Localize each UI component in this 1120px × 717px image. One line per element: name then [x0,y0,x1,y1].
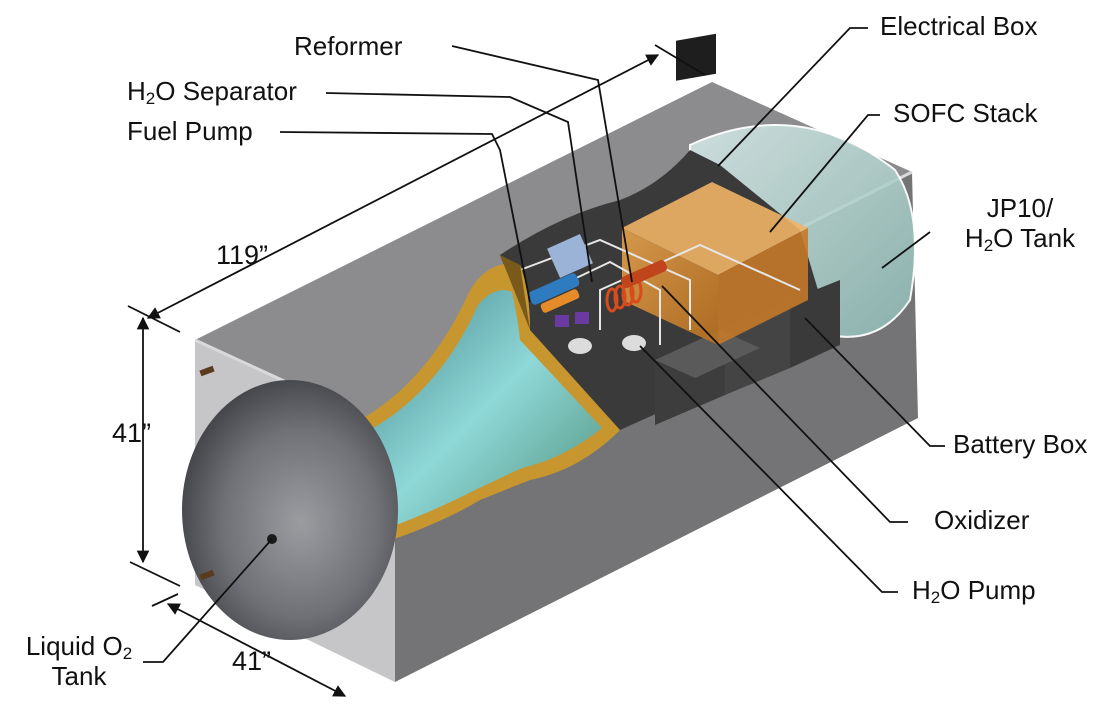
sofc-stack-side [718,228,808,345]
fuel-pump-label: Fuel Pump [127,116,253,146]
nozzle [199,365,215,377]
width-dimension-label: 41” [232,646,272,676]
liquid-o2-tank-dome [182,380,398,640]
jp10-tank-label-line2: H2O Tank [950,222,1090,255]
h2o-pump-label-post: O Pump [940,575,1036,605]
o2-tank-cutaway-inner [355,290,602,540]
sofc-stack-label: SOFC Stack [893,98,1038,128]
reformer-label: Reformer [294,31,403,61]
jp10-tank-label-line1: JP10/ [986,193,1054,223]
h2o-pump-label: H2O Pump [912,575,1036,607]
jp10-tank-label: JP10/ H2O Tank [950,193,1090,255]
h2o-pump-shape [568,338,592,354]
liquid-o2-tank-label-line1-sub: 2 [122,644,133,663]
nozzle [199,569,215,581]
liquid-o2-tank-label-line2: Tank [51,660,107,691]
jp10-tank-label-line2-pre: H [964,222,984,253]
battery-box-label: Battery Box [953,429,1088,459]
sofc-stack-top [622,182,808,275]
battery-box-top [655,330,760,378]
length-dimension-label: 119” [216,240,269,270]
h2o-pump-label-sub: 2 [930,588,941,607]
leader-lines [143,27,945,663]
height-dimension-label: 41” [112,418,152,448]
valve-shape [575,312,589,324]
h2o-separator-label-post: O Separator [155,76,297,106]
jp10-tank-label-line2-sub: 2 [983,235,994,255]
valve-shape [555,315,569,327]
h2o-separator-label-sub: 2 [145,89,156,108]
h2o-separator-label-pre: H [127,76,146,106]
liquid-o2-tank-label-line1: Liquid O2 [14,631,144,663]
h2o-separator-label: H2O Separator [127,76,297,108]
dimension-lines [127,44,706,697]
jp10-tank-label-line2-post: O Tank [993,222,1076,253]
electrical-box-shape [676,33,716,81]
oxidizer-label: Oxidizer [934,505,1030,535]
liquid-o2-tank-label: Liquid O2 Tank [14,631,144,692]
electrical-box-label: Electrical Box [880,11,1038,41]
liquid-o2-tank-label-line1-pre: Liquid O [25,631,123,661]
h2o-pump-label-pre: H [912,575,931,605]
